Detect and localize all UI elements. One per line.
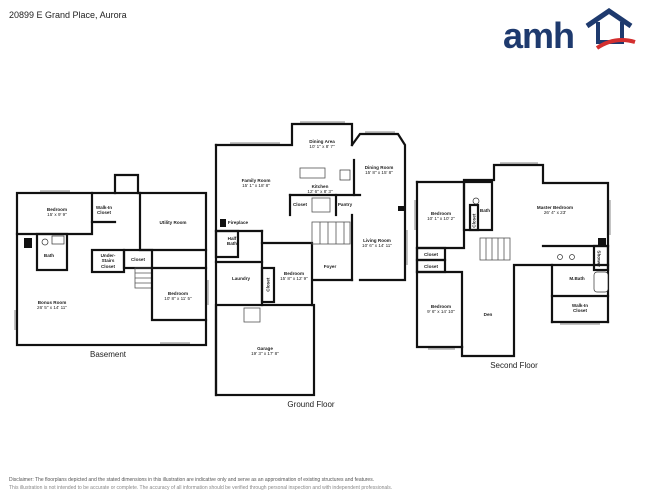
ground-garage-label: Garage 19' 3" x 17' 8" [251, 346, 279, 357]
second-walkin-closet-label: Walk-In Closet [571, 303, 589, 314]
ground-living-room-label: Living Room 10' 6" x 14' 11" [362, 238, 392, 249]
second-den-label: Den [483, 312, 493, 317]
second-mbath-label: M.Bath [569, 276, 585, 281]
basement-utility-room-label: Utility Room [159, 220, 187, 225]
ground-floor-plan [214, 121, 408, 397]
basement-closet-label: Closet [130, 257, 146, 262]
disclaimer-line1: Disclaimer: The floorplans depicted and … [9, 477, 375, 483]
basement-bonus-room-label: Bonus Room 26' 5" x 14' 11" [37, 300, 67, 311]
disclaimer-line2: This illustration is not intended to be … [9, 485, 393, 490]
second-closet2-label: Closet [423, 264, 439, 269]
property-address: 20899 E Grand Place, Aurora [9, 10, 127, 20]
ground-closet-label: Closet [292, 202, 308, 207]
second-closet1-label: Closet [423, 252, 439, 257]
basement-bedroom-label: Bedroom 15' x 9' 9" [46, 207, 68, 218]
ground-family-room-label: Family Room 15' 1" x 18' 8" [241, 178, 271, 189]
basement-bedroom2-label: Bedroom 10' 8" x 11' 5" [164, 291, 192, 302]
ground-bedroom-label: Bedroom 15' 8" x 12' 9" [280, 271, 308, 282]
ground-fireplace-label: Fireplace [227, 220, 249, 225]
amh-logo: amh [503, 8, 636, 54]
second-closet-vertical-label: Closet [471, 213, 477, 228]
basement-understairs-closet-label: Under-Stairs Closet [100, 253, 116, 269]
svg-text:amh: amh [503, 15, 574, 54]
second-bedroom1-label: Bedroom 10' 1" x 10' 2" [427, 211, 455, 222]
basement-plan [14, 173, 209, 347]
ground-kitchen-label: Kitchen 12' 6" x 8' 3" [307, 184, 333, 195]
ground-dining-room-label: Dining Room 15' 8" x 15' 8" [364, 165, 394, 176]
second-floor-title: Second Floor [490, 361, 538, 370]
second-shower-label: Shower [596, 250, 602, 267]
basement-bath-label: Bath [43, 253, 55, 258]
ground-laundry-label: Laundry [231, 276, 251, 281]
ground-dining-area-label: Dining Area 10' 1" x 8' 7" [309, 139, 335, 150]
basement-title: Basement [89, 350, 127, 359]
second-bath-label: Bath [479, 208, 491, 213]
second-master-bedroom-label: Master Bedroom 26' 4" x 23' [536, 205, 574, 216]
basement-walkin-closet-label: Walk-In Closet [95, 205, 113, 216]
ground-floor-title: Ground Floor [287, 400, 335, 409]
ground-foyer-label: Foyer [323, 264, 337, 269]
second-bedroom2-label: Bedroom 9' 6" x 14' 10" [427, 304, 455, 315]
second-floor-plan [414, 162, 611, 358]
ground-pantry-label: Pantry [337, 202, 353, 207]
ground-half-bath-label: Half Bath [226, 236, 238, 247]
ground-closet2-label: Closet [265, 277, 271, 292]
